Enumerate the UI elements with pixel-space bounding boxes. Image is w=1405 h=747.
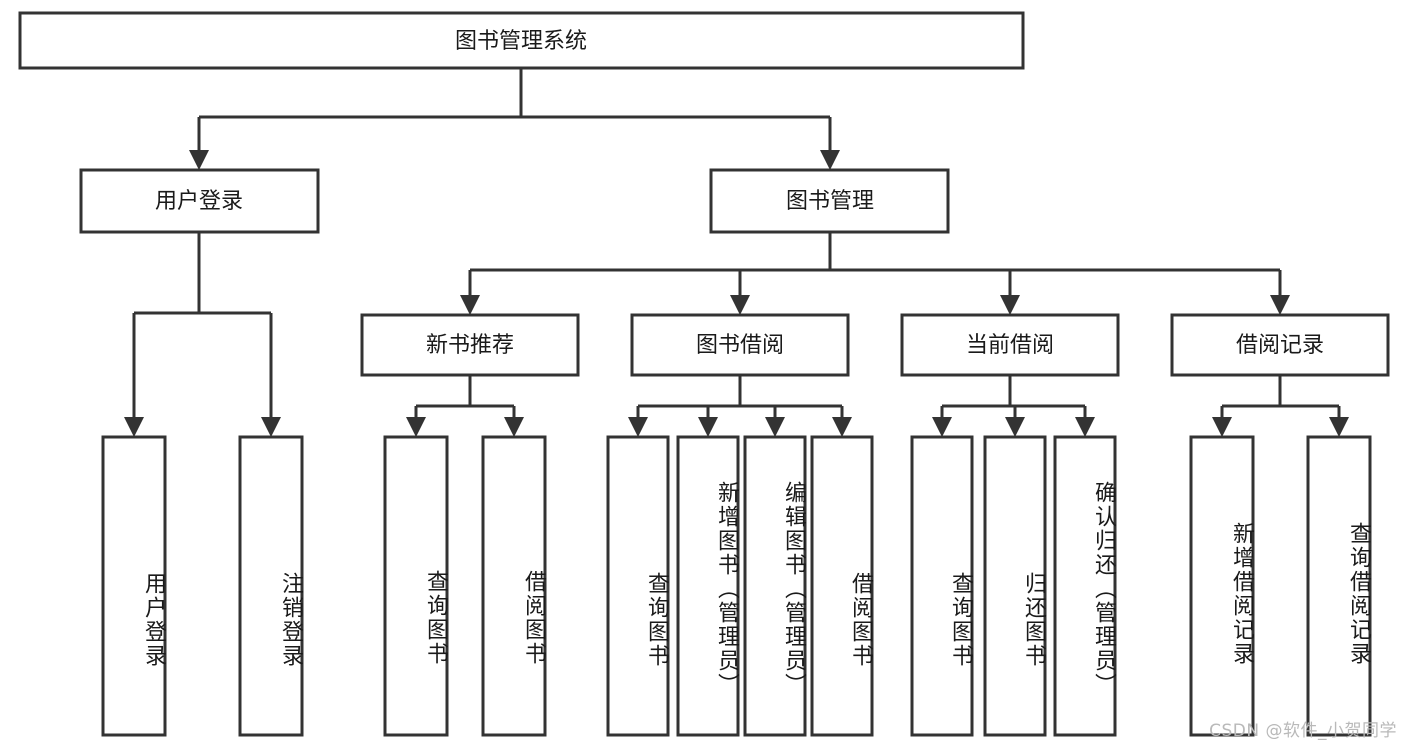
node-user-login-label: 用户登录 <box>155 189 243 214</box>
node-leaf-add-book-box[interactable] <box>676 435 740 737</box>
node-current-borrow[interactable]: 当前借阅 <box>900 313 1120 377</box>
arrowhead-user-login <box>189 150 209 170</box>
node-leaf-logout-box[interactable] <box>238 435 304 737</box>
node-leaf-query-record-box[interactable] <box>1306 435 1372 737</box>
node-new-book-recommend-label: 新书推荐 <box>426 333 514 358</box>
arrowhead-leaf-add-record <box>1212 417 1232 437</box>
arrowhead-leaf-query-book-2 <box>628 417 648 437</box>
connector-layer <box>124 68 1349 437</box>
node-leaf-borrow-book-2-box[interactable] <box>810 435 874 737</box>
node-leaf-confirm-return-box[interactable] <box>1053 435 1117 737</box>
arrowhead-book-borrow <box>730 295 750 315</box>
node-root-label: 图书管理系统 <box>455 29 587 54</box>
arrowhead-leaf-borrow-book-2 <box>832 417 852 437</box>
arrowhead-current-borrow <box>1000 295 1020 315</box>
arrowhead-leaf-confirm-return <box>1075 417 1095 437</box>
arrowhead-leaf-query-book-1 <box>406 417 426 437</box>
node-root[interactable]: 图书管理系统 <box>18 11 1025 70</box>
node-root-box[interactable] <box>18 11 1025 70</box>
node-leaf-add-record-box[interactable] <box>1189 435 1255 737</box>
leaf-box-layer <box>101 435 1372 737</box>
node-current-borrow-box[interactable] <box>900 313 1120 377</box>
node-new-book-recommend[interactable]: 新书推荐 <box>360 313 580 377</box>
node-leaf-return-book-box[interactable] <box>983 435 1047 737</box>
arrowhead-leaf-user-login <box>124 417 144 437</box>
node-borrow-record-label: 借阅记录 <box>1236 333 1324 358</box>
arrowhead-leaf-add-book <box>698 417 718 437</box>
node-book-borrow-box[interactable] <box>630 313 850 377</box>
node-book-management-label: 图书管理 <box>786 189 874 214</box>
node-book-borrow-label: 图书借阅 <box>696 333 784 358</box>
node-new-book-recommend-box[interactable] <box>360 313 580 377</box>
node-user-login[interactable]: 用户登录 <box>79 168 320 234</box>
arrowhead-leaf-edit-book <box>765 417 785 437</box>
arrowhead-leaf-query-book-3 <box>932 417 952 437</box>
arrowhead-leaf-query-record <box>1329 417 1349 437</box>
arrowhead-leaf-return-book <box>1005 417 1025 437</box>
node-current-borrow-label: 当前借阅 <box>966 333 1054 358</box>
node-leaf-query-book-1-box[interactable] <box>383 435 449 737</box>
node-leaf-borrow-book-1-box[interactable] <box>481 435 547 737</box>
arrowhead-leaf-borrow-book-1 <box>504 417 524 437</box>
arrowhead-book-management <box>820 150 840 170</box>
node-book-management[interactable]: 图书管理 <box>709 168 950 234</box>
arrowhead-new-book-recommend <box>460 295 480 315</box>
node-leaf-query-book-2-box[interactable] <box>606 435 670 737</box>
node-leaf-edit-book-box[interactable] <box>743 435 807 737</box>
node-leaf-user-login-box[interactable] <box>101 435 167 737</box>
node-book-borrow[interactable]: 图书借阅 <box>630 313 850 377</box>
node-borrow-record-box[interactable] <box>1170 313 1390 377</box>
csdn-watermark: CSDN @软件_小贺同学 <box>1209 721 1397 741</box>
node-book-management-box[interactable] <box>709 168 950 234</box>
arrowhead-borrow-record <box>1270 295 1290 315</box>
node-borrow-record[interactable]: 借阅记录 <box>1170 313 1390 377</box>
node-leaf-query-book-3-box[interactable] <box>910 435 974 737</box>
arrowhead-leaf-logout <box>261 417 281 437</box>
node-user-login-box[interactable] <box>79 168 320 234</box>
